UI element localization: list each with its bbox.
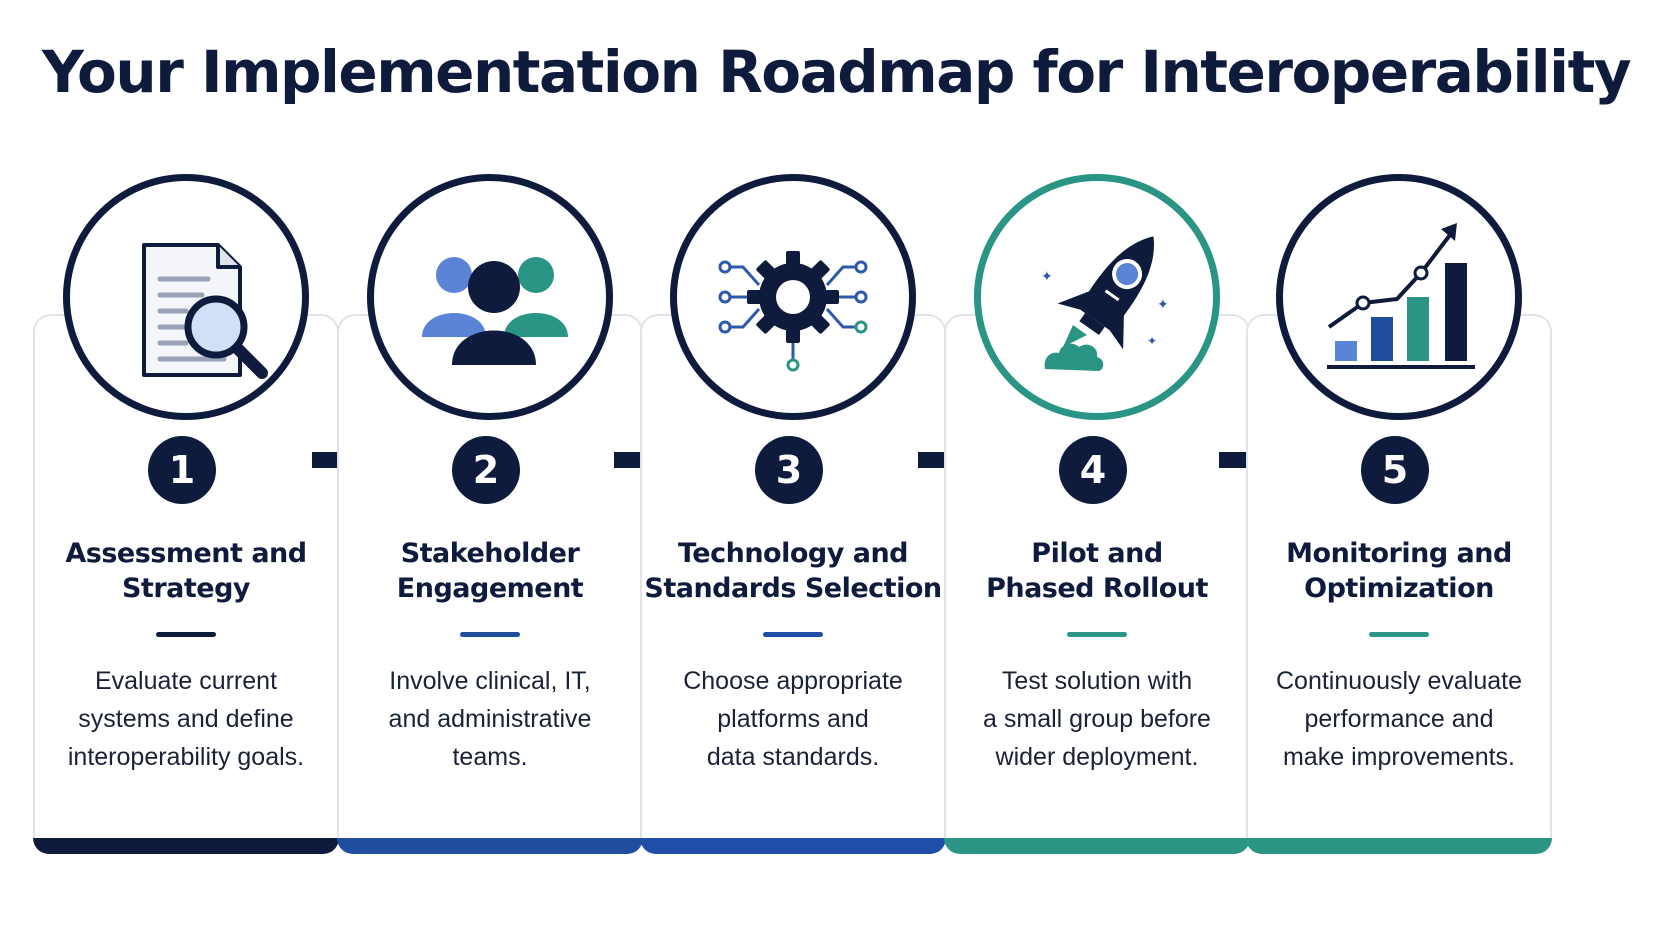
step-description-4: Test solution with a small group before … bbox=[944, 662, 1250, 776]
step-title-1: Assessment and Strategy bbox=[33, 536, 339, 606]
step-description-5: Continuously evaluate performance and ma… bbox=[1246, 662, 1552, 776]
svg-text:✦: ✦ bbox=[1041, 269, 1053, 285]
step-title-2: Stakeholder Engagement bbox=[337, 536, 643, 606]
step-icon-circle-1 bbox=[63, 174, 309, 420]
growth-chart-icon bbox=[1327, 223, 1475, 369]
step-divider-1 bbox=[156, 632, 216, 637]
step-description-2: Involve clinical, IT, and administrative… bbox=[337, 662, 643, 776]
step-desc-line: Continuously evaluate bbox=[1276, 667, 1522, 695]
step-title-4: Pilot and Phased Rollout bbox=[944, 536, 1250, 606]
step-desc-line: wider deployment. bbox=[995, 743, 1199, 771]
step-number-5: 5 bbox=[1361, 436, 1429, 504]
step-title-line: Technology and bbox=[677, 538, 909, 569]
step-desc-line: teams. bbox=[452, 743, 528, 771]
step-description-1: Evaluate current systems and define inte… bbox=[33, 662, 339, 776]
step-title-line: Monitoring and bbox=[1286, 538, 1512, 569]
gear-network-icon bbox=[718, 251, 868, 372]
step-title-5: Monitoring and Optimization bbox=[1246, 536, 1552, 606]
step-desc-line: a small group before bbox=[983, 705, 1211, 733]
step-title-line: Stakeholder bbox=[400, 538, 580, 569]
step-card-footer-bar bbox=[640, 838, 946, 854]
step-desc-line: Choose appropriate bbox=[683, 667, 903, 695]
svg-text:✦: ✦ bbox=[1157, 297, 1169, 313]
step-number-1: 1 bbox=[148, 436, 216, 504]
step-card-footer-bar bbox=[33, 838, 339, 854]
step-description-3: Choose appropriate platforms and data st… bbox=[640, 662, 946, 776]
step-icon-circle-3 bbox=[670, 174, 916, 420]
step-icon-circle-2 bbox=[367, 174, 613, 420]
step-title-line: Pilot and bbox=[1031, 538, 1163, 569]
step-desc-line: systems and define bbox=[78, 705, 294, 733]
rocket-icon: ✦ ✦ ✦ bbox=[1041, 236, 1169, 371]
step-desc-line: data standards. bbox=[706, 743, 880, 771]
step-desc-line: Evaluate current bbox=[94, 667, 278, 695]
page-title: Your Implementation Roadmap for Interope… bbox=[41, 38, 1632, 106]
step-title-line: Phased Rollout bbox=[986, 573, 1208, 604]
step-number-2: 2 bbox=[452, 436, 520, 504]
step-title-line: Assessment and bbox=[65, 538, 307, 569]
step-divider-4 bbox=[1067, 632, 1127, 637]
svg-text:✦: ✦ bbox=[1147, 334, 1157, 348]
step-divider-2 bbox=[460, 632, 520, 637]
step-desc-line: performance and bbox=[1304, 705, 1494, 733]
step-divider-3 bbox=[763, 632, 823, 637]
step-card-footer-bar bbox=[944, 838, 1250, 854]
step-desc-line: platforms and bbox=[717, 705, 869, 733]
step-desc-line: interoperability goals. bbox=[67, 743, 305, 771]
step-icon-circle-5 bbox=[1276, 174, 1522, 420]
step-title-line: Standards Selection bbox=[644, 573, 942, 604]
document-magnifier-icon bbox=[142, 243, 268, 379]
step-title-3: Technology and Standards Selection bbox=[640, 536, 946, 606]
step-number-4: 4 bbox=[1059, 436, 1127, 504]
step-desc-line: Involve clinical, IT, bbox=[389, 667, 591, 695]
step-card-footer-bar bbox=[337, 838, 643, 854]
step-desc-line: Test solution with bbox=[1001, 667, 1193, 695]
step-desc-line: make improvements. bbox=[1282, 743, 1516, 771]
step-title-line: Optimization bbox=[1304, 573, 1494, 604]
step-divider-5 bbox=[1369, 632, 1429, 637]
step-title-line: Engagement bbox=[396, 573, 584, 604]
step-desc-line: and administrative bbox=[388, 705, 592, 733]
people-group-icon bbox=[422, 257, 568, 365]
step-card-footer-bar bbox=[1246, 838, 1552, 854]
step-card-5 bbox=[1246, 314, 1552, 854]
step-number-3: 3 bbox=[755, 436, 823, 504]
step-title-line: Strategy bbox=[121, 573, 251, 604]
step-icon-circle-4: ✦ ✦ ✦ bbox=[974, 174, 1220, 420]
